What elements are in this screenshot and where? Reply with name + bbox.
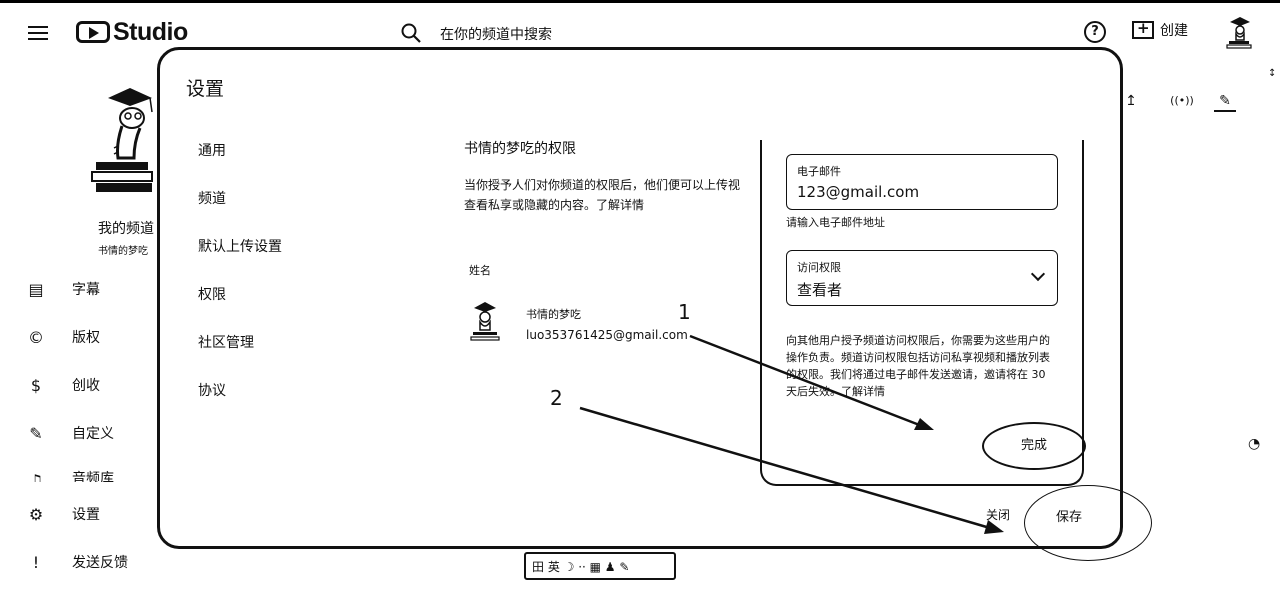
settings-tab-agreements[interactable]: 协议 [198, 383, 226, 399]
sidebar-item-label: 创收 [72, 378, 100, 394]
close-button[interactable]: 关闭 [986, 508, 1011, 522]
email-label: 电子邮件 [797, 165, 841, 178]
sidebar-item-copyright[interactable]: © 版权 [24, 324, 164, 350]
top-bar: Studio 在你的频道中搜索 ? 创建 [0, 6, 1280, 58]
member-email: luo353761425@gmail.com [526, 328, 688, 342]
create-button[interactable]: 创建 [1132, 19, 1188, 40]
email-input[interactable]: 123@gmail.com [797, 183, 920, 201]
hamburger-menu-icon[interactable] [28, 26, 48, 40]
chevron-down-icon [1030, 266, 1046, 282]
studio-logo[interactable]: Studio [76, 18, 188, 46]
feedback-icon: ! [32, 552, 40, 572]
invite-panel: 电子邮件 123@gmail.com 请输入电子邮件地址 访问权限 查看者 向其… [760, 140, 1086, 486]
copyright-icon: © [28, 327, 44, 347]
done-button[interactable]: 完成 [982, 422, 1086, 470]
sidebar-item-label: 版权 [72, 330, 100, 346]
settings-tab-upload-defaults[interactable]: 默认上传设置 [198, 239, 282, 255]
sidebar-item-label: 自定义 [72, 426, 114, 442]
sidebar-item-label: 发送反馈 [72, 555, 128, 571]
sidebar-item-label: 音频库 [72, 471, 114, 482]
sidebar-item-settings[interactable]: ⚙ 设置 [24, 501, 164, 527]
sidebar-item-audio-library[interactable]: ♫ 音频库 [24, 468, 164, 483]
channel-subtitle: 书情的梦吃 [98, 246, 148, 257]
play-logo-icon [76, 21, 110, 43]
settings-tab-community[interactable]: 社区管理 [198, 335, 254, 351]
dialog-title: 设置 [186, 78, 225, 100]
sidebar-item-subtitles[interactable]: ▤ 字幕 [24, 276, 164, 302]
settings-dialog: 设置 通用 频道 默认上传设置 权限 社区管理 协议 书情的梦吃的权限 当你授予… [157, 47, 1123, 549]
role-label: 访问权限 [797, 261, 841, 274]
subtitles-icon: ▤ [28, 279, 44, 299]
settings-tab-channel[interactable]: 频道 [198, 191, 226, 207]
member-name: 书情的梦吃 [526, 308, 581, 321]
window-top-border [0, 0, 1280, 3]
member-avatar [470, 302, 500, 341]
sidebar-item-monetization[interactable]: $ 创收 [24, 372, 164, 398]
permissions-desc-line: 查看私享或隐藏的内容。了解详情 [464, 198, 645, 212]
dollar-icon: $ [30, 375, 42, 395]
add-video-icon [1132, 19, 1154, 39]
help-icon[interactable]: ? [1084, 21, 1106, 43]
edit-icon[interactable]: ✎ [1214, 90, 1236, 112]
permissions-title: 书情的梦吃的权限 [464, 141, 576, 157]
sidebar-item-feedback[interactable]: ! 发送反馈 [24, 549, 164, 575]
email-field[interactable]: 电子邮件 123@gmail.com [786, 154, 1058, 210]
sidebar-item-label: 设置 [72, 507, 100, 523]
permissions-desc-line: 当你授予人们对你频道的权限后，他们便可以上传视 [464, 178, 741, 192]
sidebar-item-label: 字幕 [72, 282, 100, 298]
logo-text: Studio [113, 17, 188, 46]
sidebar-item-customization[interactable]: ✎ 自定义 [24, 420, 164, 446]
channel-avatar[interactable] [88, 84, 162, 196]
access-role-select[interactable]: 访问权限 查看者 [786, 250, 1058, 306]
annotation-step-1: 1 [678, 300, 691, 324]
ime-items[interactable]: 田 英 ☽ ·· ▦ ♟ ✎ [532, 559, 630, 574]
settings-tab-general[interactable]: 通用 [198, 143, 226, 159]
email-hint: 请输入电子邮件地址 [786, 216, 885, 229]
channel-name: 我的频道 [98, 221, 154, 237]
settings-tab-permissions[interactable]: 权限 [198, 287, 226, 303]
permissions-description: 当你授予人们对你频道的权限后，他们便可以上传视 查看私享或隐藏的内容。了解详情 [464, 175, 764, 215]
role-value: 查看者 [797, 281, 843, 299]
edge-avatar-icon: ◔ [1248, 436, 1261, 452]
magic-wand-icon: ✎ [29, 423, 43, 443]
live-icon[interactable]: ((•)) [1170, 94, 1194, 107]
search-input[interactable]: 在你的频道中搜索 [440, 27, 552, 43]
save-annotation-circle [1024, 485, 1152, 561]
create-label: 创建 [1160, 23, 1188, 39]
name-column-header: 姓名 [469, 264, 491, 277]
edge-scroll-icon: ↕ [1268, 68, 1277, 79]
account-avatar[interactable] [1224, 16, 1254, 50]
invite-notice: 向其他用户授予频道访问权限后，你需要为这些用户的操作负责。频道访问权限包括访问私… [786, 334, 1050, 398]
ime-toolbar[interactable]: 田 英 ☽ ·· ▦ ♟ ✎ [524, 552, 676, 580]
gear-icon: ⚙ [28, 504, 44, 524]
annotation-step-2: 2 [550, 386, 563, 410]
audio-library-icon: ♫ [28, 470, 44, 483]
upload-icon[interactable]: ↥ [1125, 93, 1137, 109]
search-icon[interactable] [400, 22, 422, 44]
